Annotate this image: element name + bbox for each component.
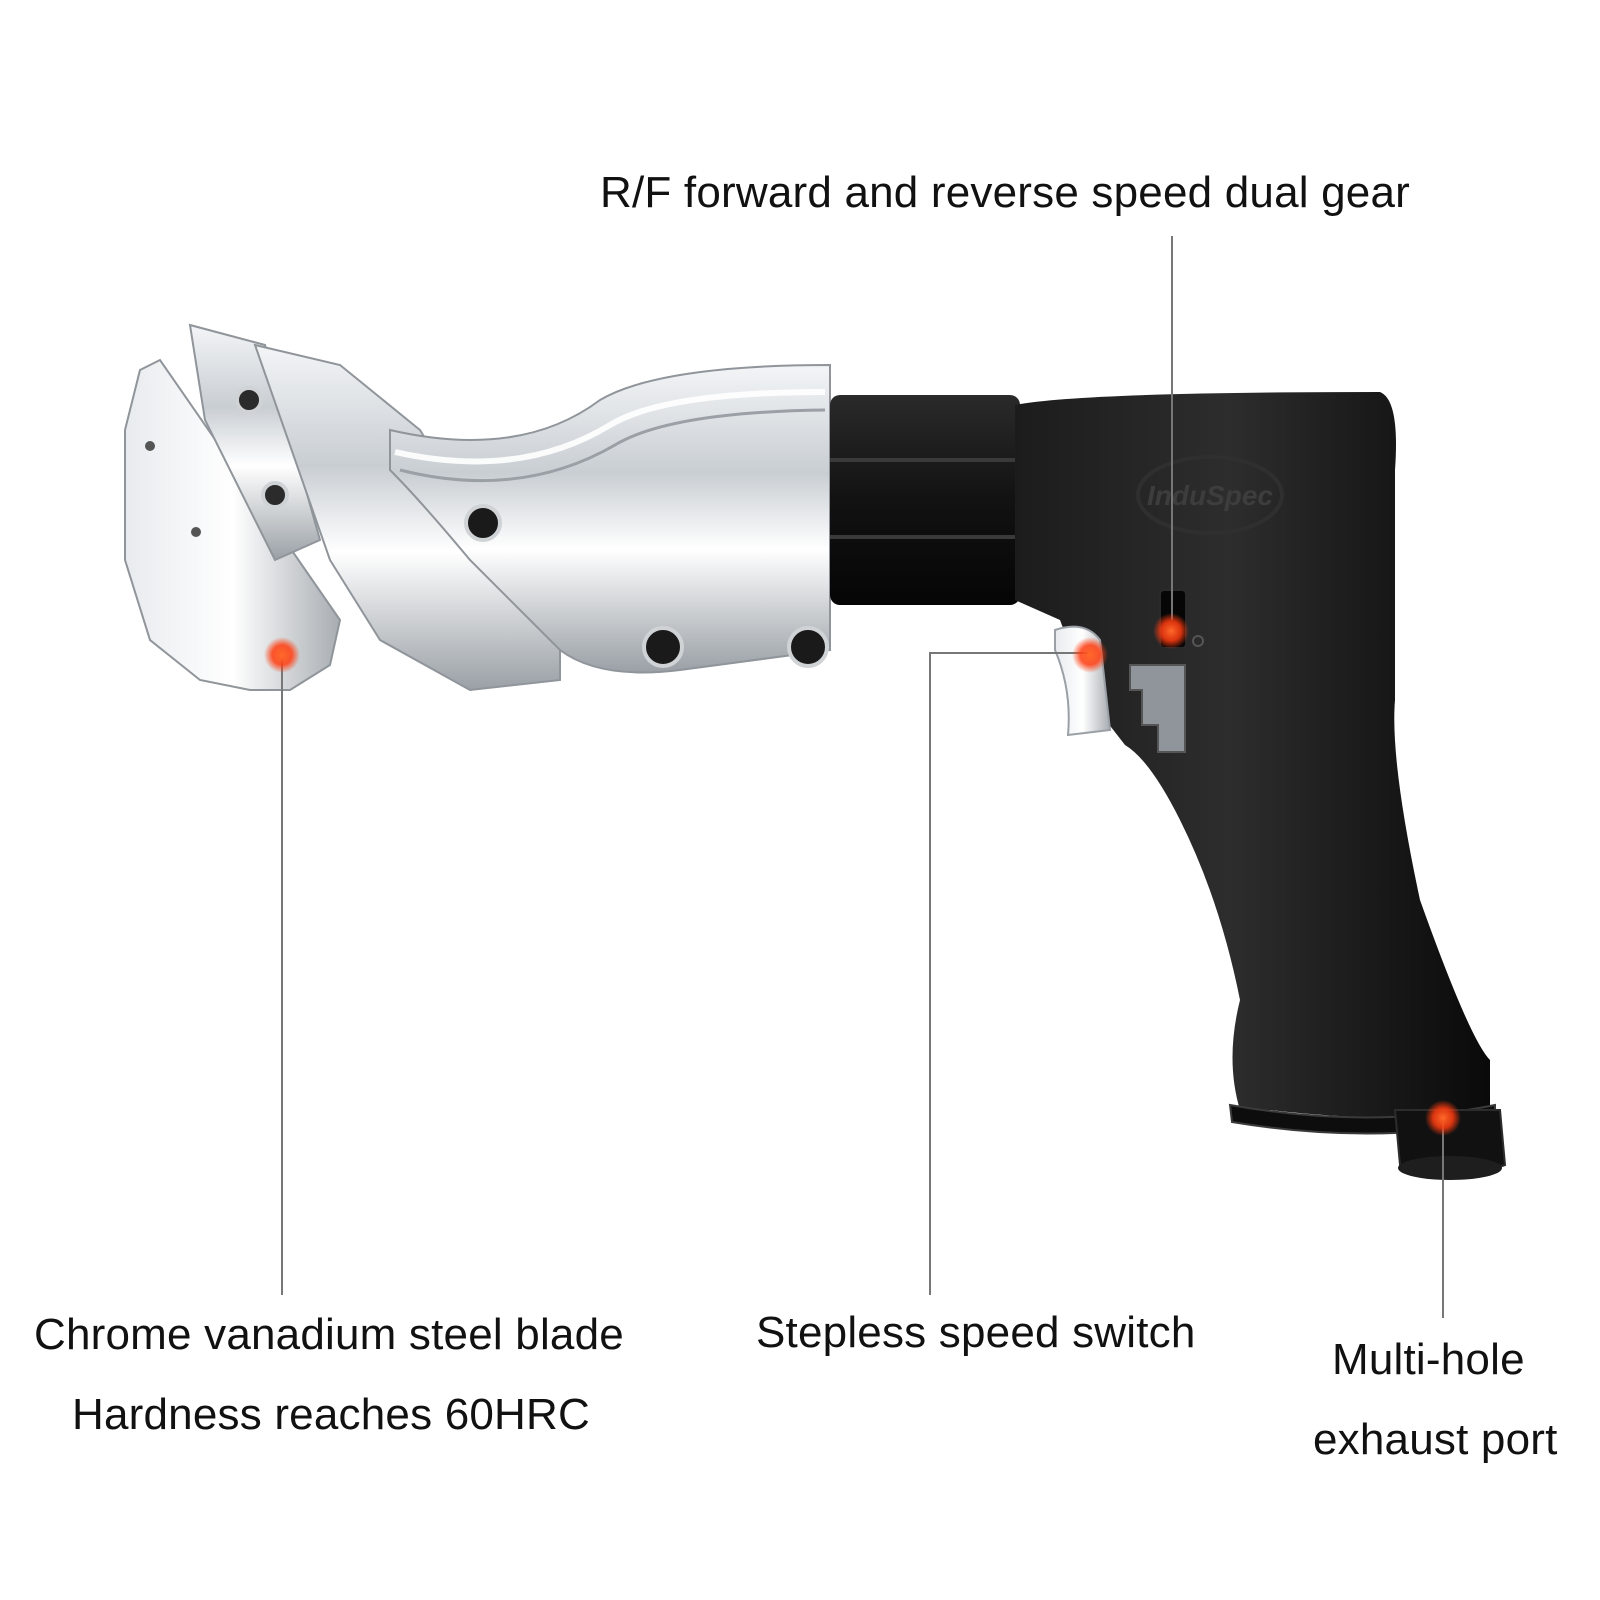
leader-lines <box>281 236 1444 1318</box>
callout-exhaust-line1: Multi-hole <box>1332 1335 1525 1384</box>
marker-blade-icon <box>264 637 300 673</box>
marker-gear-icon <box>1153 613 1189 649</box>
marker-exhaust-icon <box>1425 1100 1461 1136</box>
leader-line-switch <box>929 652 1088 1295</box>
markers <box>264 613 1461 1136</box>
jaw-frame <box>253 343 561 692</box>
bolt-icon <box>642 626 684 668</box>
brand-logo: InduSpec <box>1147 480 1273 511</box>
bolt-icon <box>235 386 263 414</box>
bolt-icon <box>261 481 289 509</box>
callout-blade-line2: Hardness reaches 60HRC <box>72 1390 590 1439</box>
bolt-icon <box>787 626 829 668</box>
callout-blade-line1: Chrome vanadium steel blade <box>34 1310 624 1359</box>
cutter-head <box>124 323 831 692</box>
callout-switch: Stepless speed switch <box>756 1308 1196 1357</box>
callout-exhaust-line2: exhaust port <box>1313 1415 1558 1464</box>
motor-barrel <box>830 395 1020 605</box>
pistol-body: InduSpec <box>1015 392 1496 1135</box>
bolt-icon <box>464 504 502 542</box>
marker-switch-icon <box>1072 637 1108 673</box>
exhaust-port <box>1393 1109 1507 1180</box>
neck <box>389 363 831 674</box>
callout-gear: R/F forward and reverse speed dual gear <box>600 168 1411 217</box>
